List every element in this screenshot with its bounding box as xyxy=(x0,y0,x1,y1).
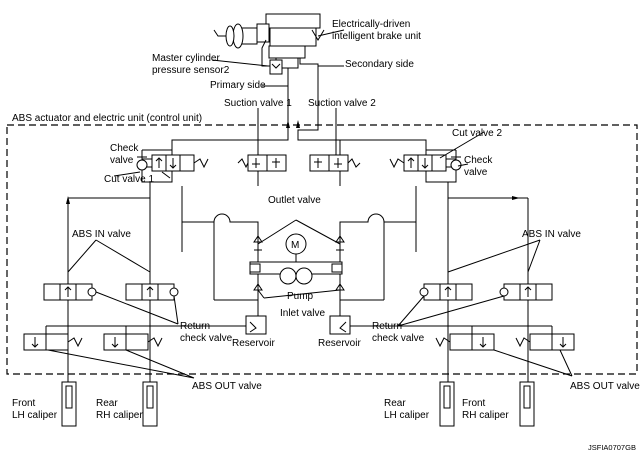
label-motor: M xyxy=(291,240,299,251)
label-check-valve-right-2: valve xyxy=(464,167,488,178)
check-valve-right xyxy=(450,150,462,180)
label-rear-lh-2: LH caliper xyxy=(384,410,430,421)
label-front-lh-1: Front xyxy=(12,398,36,409)
suction-valve-1 xyxy=(237,154,287,172)
label-brake-unit-2: intelligent brake unit xyxy=(332,31,421,42)
caliper-front-rh xyxy=(519,381,535,427)
abs-in-valve-front-lh xyxy=(43,270,97,318)
label-return-check-right-2: check valve xyxy=(372,333,425,344)
secondary-line xyxy=(297,58,319,132)
label-abs-in-left: ABS IN valve xyxy=(72,229,131,240)
label-abs-in-right: ABS IN valve xyxy=(522,229,581,240)
abs-out-valve-front-lh xyxy=(23,333,83,351)
label-reservoir-left: Reservoir xyxy=(232,338,275,349)
cut-valve-1 xyxy=(141,154,209,172)
label-cut-valve-1: Cut valve 1 xyxy=(104,174,154,185)
label-abs-unit: ABS actuator and electric unit (control … xyxy=(12,113,202,124)
reservoir-right xyxy=(329,310,351,335)
label-pump: Pump xyxy=(287,291,314,302)
label-check-valve-right-1: Check xyxy=(464,155,493,166)
label-outlet-valve: Outlet valve xyxy=(268,195,321,206)
caliper-front-lh xyxy=(61,381,77,427)
label-master-sensor-1: Master cylinder xyxy=(152,53,220,64)
abs-in-valve-front-rh xyxy=(499,270,553,318)
label-primary-side: Primary side xyxy=(210,80,266,91)
label-abs-out-right: ABS OUT valve xyxy=(570,381,640,392)
label-master-sensor-2: pressure sensor2 xyxy=(152,65,230,76)
check-valve-left xyxy=(136,150,148,180)
label-cut-valve-2: Cut valve 2 xyxy=(452,128,502,139)
leader-lines xyxy=(47,29,573,379)
suction-valve-2 xyxy=(309,154,361,172)
brake-unit xyxy=(213,13,325,69)
label-inlet-valve: Inlet valve xyxy=(280,308,325,319)
label-return-check-left-1: Return xyxy=(180,321,210,332)
label-rear-lh-1: Rear xyxy=(384,398,406,409)
label-front-rh-1: Front xyxy=(462,398,486,409)
abs-out-valve-rear-rh xyxy=(103,333,163,351)
label-return-check-right-1: Return xyxy=(372,321,402,332)
label-brake-unit-1: Electrically-driven xyxy=(332,19,410,30)
label-abs-out-left: ABS OUT valve xyxy=(192,381,262,392)
label-secondary-side: Secondary side xyxy=(345,59,414,70)
figure-code: JSFIA0707GB xyxy=(588,443,636,452)
caliper-rear-rh xyxy=(142,381,158,427)
motor-pump xyxy=(249,233,343,285)
label-rear-rh-2: RH caliper xyxy=(96,410,143,421)
label-suction-valve-2: Suction valve 2 xyxy=(308,98,376,109)
abs-out-valve-rear-lh xyxy=(435,333,495,351)
label-return-check-left-2: check valve xyxy=(180,333,233,344)
label-reservoir-right: Reservoir xyxy=(318,338,361,349)
abs-unit-boundary xyxy=(6,124,638,375)
reservoir-left xyxy=(245,310,267,335)
label-check-valve-left-1: Check xyxy=(110,143,139,154)
label-front-rh-2: RH caliper xyxy=(462,410,509,421)
abs-in-valve-rear-lh xyxy=(419,270,473,318)
label-check-valve-left-2: valve xyxy=(110,155,134,166)
label-front-lh-2: LH caliper xyxy=(12,410,58,421)
label-rear-rh-1: Rear xyxy=(96,398,118,409)
cut-valve-2 xyxy=(389,154,457,172)
label-suction-valve-1: Suction valve 1 xyxy=(224,98,292,109)
abs-out-valve-front-rh xyxy=(515,333,575,351)
abs-in-valve-rear-rh xyxy=(125,270,179,318)
caliper-rear-lh xyxy=(439,381,455,427)
